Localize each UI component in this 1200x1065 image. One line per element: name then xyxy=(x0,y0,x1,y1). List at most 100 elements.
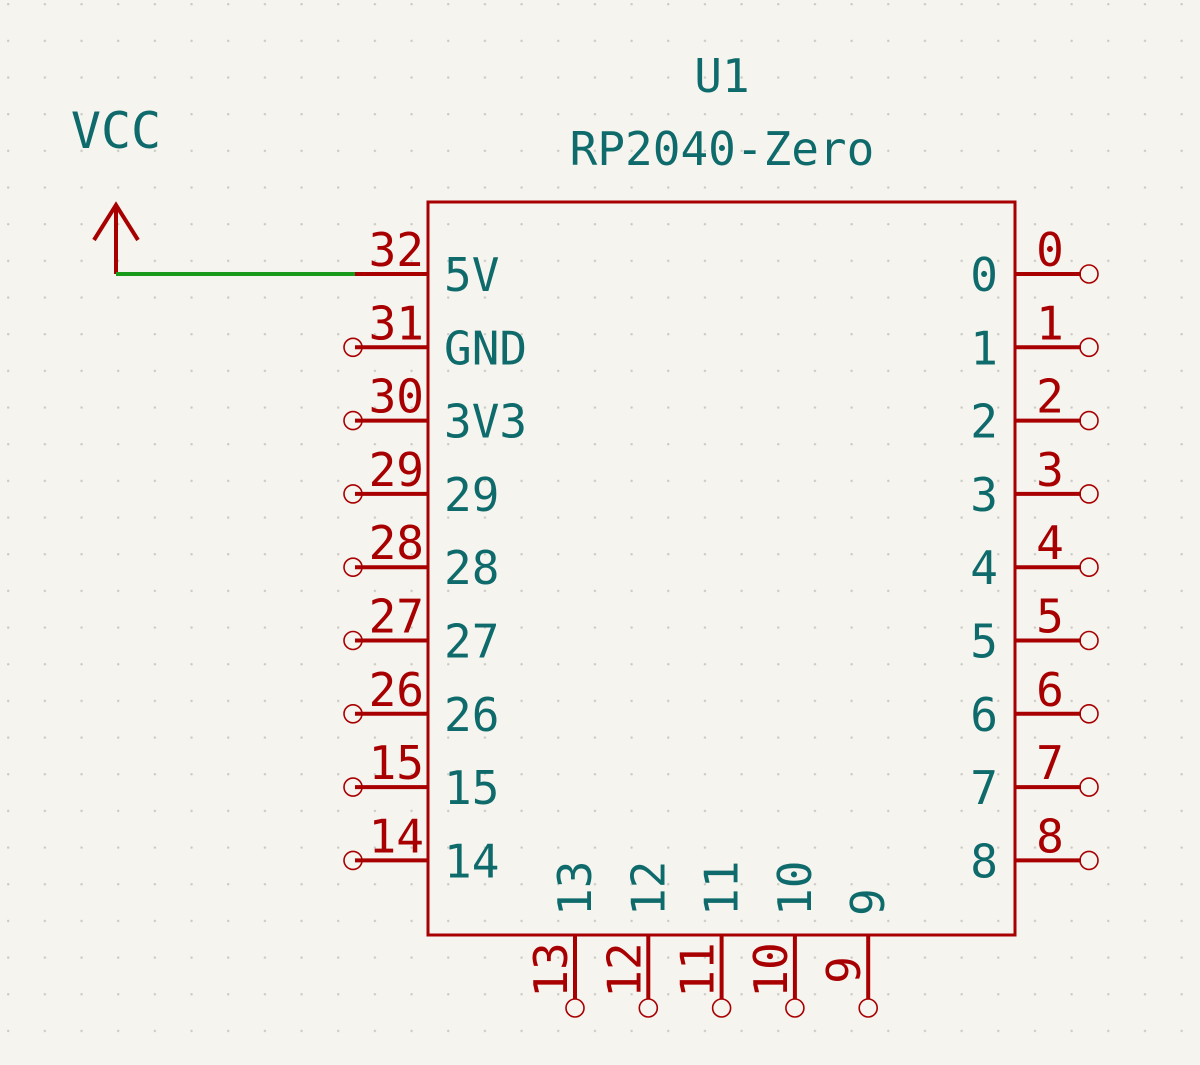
pin-number: 13 xyxy=(524,942,578,997)
unconnected-pin-icon xyxy=(343,337,363,358)
component-value: RP2040-Zero xyxy=(570,122,875,176)
component-reference: U1 xyxy=(694,49,749,103)
pin-number: 10 xyxy=(744,942,798,997)
vcc-power-symbol[interactable]: VCC xyxy=(71,102,161,274)
unconnected-pin-icon xyxy=(1079,850,1099,871)
pin-name: 5 xyxy=(970,615,998,669)
pin-name: 28 xyxy=(444,541,499,595)
pin-number: 29 xyxy=(369,443,424,497)
pin-number: 6 xyxy=(1036,663,1064,717)
up-arrow-icon xyxy=(92,201,140,242)
pin-number: 2 xyxy=(1036,370,1064,424)
pin-number: 0 xyxy=(1036,223,1064,277)
pin-number: 11 xyxy=(671,942,725,997)
pin-name: 11 xyxy=(695,861,749,916)
pin-name: 29 xyxy=(444,468,499,522)
pin-name: 26 xyxy=(444,688,499,742)
unconnected-pin-icon xyxy=(1079,484,1099,504)
pin-left-29[interactable]: 29 29 xyxy=(343,443,499,522)
unconnected-pin-icon xyxy=(785,998,805,1018)
pin-left-28[interactable]: 28 28 xyxy=(343,516,499,595)
pin-name: 5V xyxy=(444,248,499,302)
pin-number: 8 xyxy=(1036,809,1064,863)
pin-left-27[interactable]: 27 27 xyxy=(343,590,499,669)
unconnected-pin-icon xyxy=(1079,630,1099,651)
pin-number: 3 xyxy=(1036,443,1064,497)
pin-name: 3 xyxy=(970,468,998,522)
pin-right-2[interactable]: 22 xyxy=(970,370,1099,449)
pin-right-5[interactable]: 55 xyxy=(970,590,1099,669)
unconnected-pin-icon xyxy=(1079,777,1099,797)
pin-right-3[interactable]: 33 xyxy=(970,443,1099,522)
pin-name: 4 xyxy=(970,541,998,595)
unconnected-pin-icon xyxy=(343,557,363,578)
pin-number: 9 xyxy=(817,956,871,984)
pin-number: 31 xyxy=(369,296,424,350)
pin-right-7[interactable]: 77 xyxy=(970,736,1099,815)
pin-number: 1 xyxy=(1036,296,1064,350)
unconnected-pin-icon xyxy=(565,998,585,1018)
pin-name: 9 xyxy=(841,888,895,916)
pin-name: 1 xyxy=(970,321,998,375)
unconnected-pin-icon xyxy=(1079,557,1099,578)
pin-right-4[interactable]: 44 xyxy=(970,516,1099,595)
pin-name: 12 xyxy=(621,861,675,916)
pin-name: 7 xyxy=(970,761,998,815)
unconnected-pin-icon xyxy=(858,998,879,1018)
pin-number: 12 xyxy=(597,942,651,997)
pin-name: 2 xyxy=(970,395,998,449)
unconnected-pin-icon xyxy=(343,850,363,871)
pin-name: 27 xyxy=(444,615,499,669)
pin-left-14[interactable]: 14 14 xyxy=(343,809,499,888)
pin-right-8[interactable]: 88 xyxy=(970,809,1099,888)
unconnected-pin-icon xyxy=(1079,703,1099,724)
pin-name: 10 xyxy=(768,861,822,916)
pin-number: 32 xyxy=(369,223,424,277)
pin-name: 3V3 xyxy=(444,395,527,449)
pin-name: 14 xyxy=(444,834,499,888)
power-label: VCC xyxy=(71,102,161,160)
unconnected-pin-icon xyxy=(1079,410,1099,431)
pin-name: 8 xyxy=(970,834,998,888)
pin-right-0[interactable]: 00 xyxy=(970,223,1099,302)
unconnected-pin-icon xyxy=(1079,337,1099,358)
unconnected-pin-icon xyxy=(343,410,363,431)
pin-number: 7 xyxy=(1036,736,1064,790)
unconnected-pin-icon xyxy=(343,777,363,797)
pin-number: 28 xyxy=(369,516,424,570)
unconnected-pin-icon xyxy=(343,630,363,651)
pin-number: 26 xyxy=(369,663,424,717)
pin-right-6[interactable]: 66 xyxy=(970,663,1099,742)
unconnected-pin-icon xyxy=(343,484,363,504)
pin-left-31[interactable]: 31 GND xyxy=(343,296,527,375)
pin-number: 15 xyxy=(369,736,424,790)
pin-number: 4 xyxy=(1036,516,1064,570)
unconnected-pin-icon xyxy=(343,703,363,724)
pin-number: 5 xyxy=(1036,590,1064,644)
pin-number: 27 xyxy=(369,590,424,644)
pin-right-1[interactable]: 11 xyxy=(970,296,1099,375)
pin-left-32[interactable]: 32 5V xyxy=(355,223,499,302)
pin-bottom-9[interactable]: 99 xyxy=(817,888,895,1018)
unconnected-pin-icon xyxy=(638,998,659,1018)
pin-name: 13 xyxy=(548,861,602,916)
pin-left-26[interactable]: 26 26 xyxy=(343,663,499,742)
unconnected-pin-icon xyxy=(1079,264,1099,284)
pin-number: 14 xyxy=(369,809,424,863)
pin-name: GND xyxy=(444,321,527,375)
pin-name: 15 xyxy=(444,761,499,815)
unconnected-pin-icon xyxy=(711,998,732,1018)
pin-name: 6 xyxy=(970,688,998,742)
pin-name: 0 xyxy=(970,248,998,302)
